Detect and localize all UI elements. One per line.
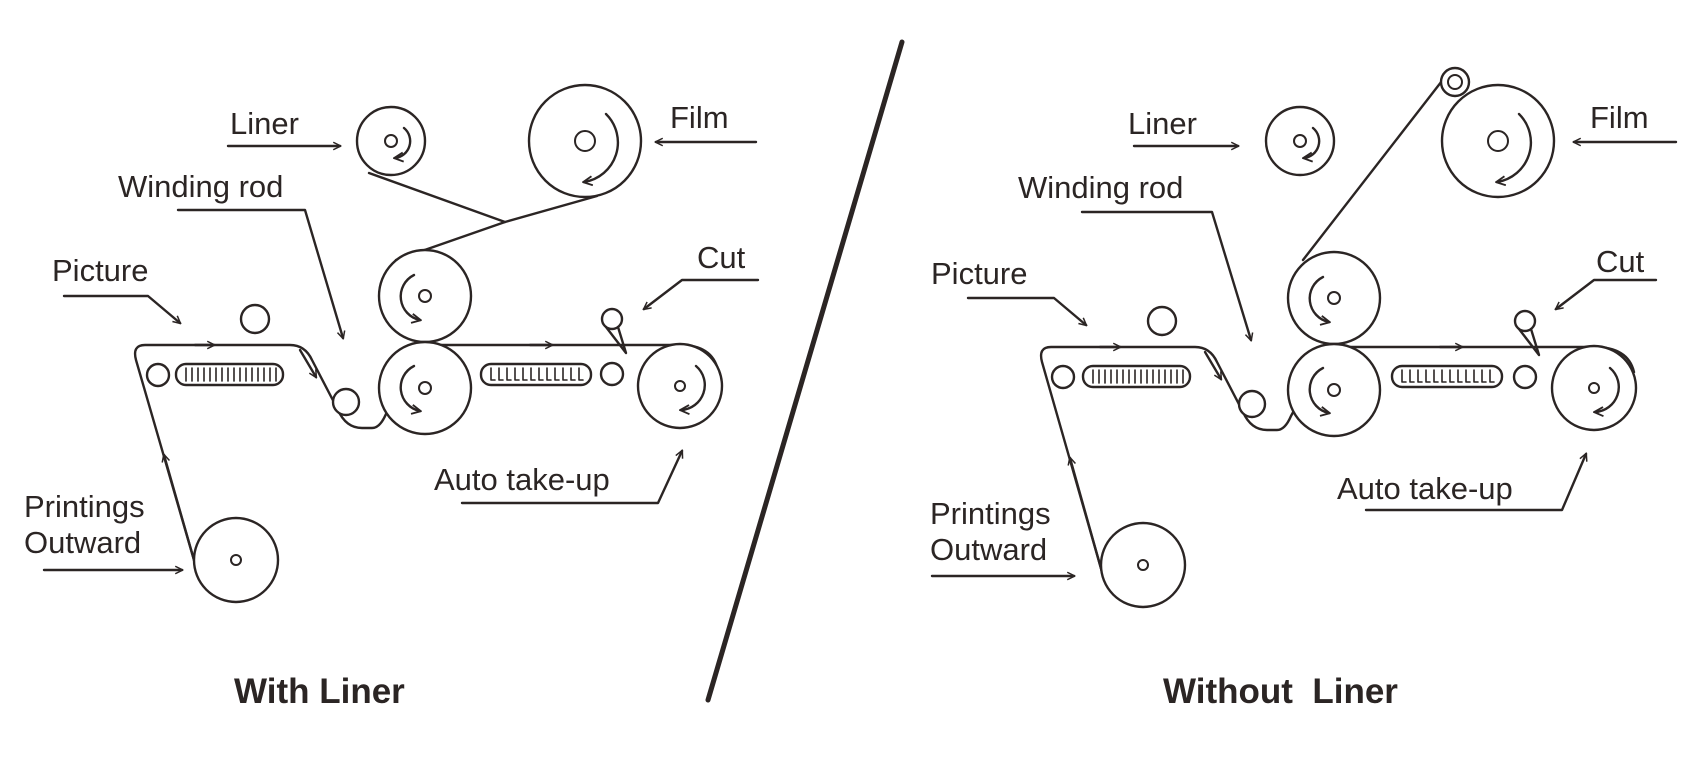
panel-with-liner: Liner Film Winding rod Picture Cut Print… bbox=[24, 83, 760, 711]
cutter-blade bbox=[600, 307, 624, 331]
label-printings: Printings bbox=[24, 489, 145, 524]
label-winding-rod: Winding rod bbox=[118, 169, 283, 204]
caption-with-liner: With Liner bbox=[234, 672, 405, 711]
label-picture: Picture bbox=[52, 253, 148, 288]
idler-roller bbox=[599, 361, 625, 387]
heater-plate bbox=[1390, 364, 1504, 389]
label-film: Film bbox=[670, 100, 729, 135]
label-outward: Outward bbox=[24, 525, 141, 560]
panel-without-liner: Liner Film Winding rod Picture Cut Print… bbox=[930, 66, 1678, 711]
label-printings: Printings bbox=[930, 496, 1051, 531]
caption-without-liner: Without Liner bbox=[1163, 672, 1398, 711]
cutter-blade bbox=[1513, 309, 1537, 333]
heater-plate bbox=[479, 362, 593, 387]
idler-roller bbox=[239, 303, 271, 335]
heater-plate bbox=[1081, 364, 1192, 389]
idler-roller bbox=[1050, 364, 1076, 390]
label-winding-rod: Winding rod bbox=[1018, 170, 1183, 205]
label-auto-take-up: Auto take-up bbox=[1337, 471, 1513, 506]
label-liner: Liner bbox=[1128, 106, 1197, 141]
panel-divider bbox=[705, 39, 905, 703]
label-auto-take-up: Auto take-up bbox=[434, 462, 610, 497]
label-cut: Cut bbox=[1596, 244, 1645, 279]
idler-roller bbox=[145, 362, 171, 388]
label-outward: Outward bbox=[930, 532, 1047, 567]
label-cut: Cut bbox=[697, 240, 746, 275]
web-path-film-right bbox=[1301, 75, 1447, 262]
label-film: Film bbox=[1590, 100, 1649, 135]
web-path-liner-left bbox=[367, 171, 507, 224]
label-liner: Liner bbox=[230, 106, 299, 141]
winding-rod-roller bbox=[331, 387, 361, 417]
label-picture: Picture bbox=[931, 256, 1027, 291]
heater-plate bbox=[174, 362, 285, 387]
idler-roller bbox=[1512, 364, 1538, 390]
idler-roller bbox=[1146, 305, 1178, 337]
winding-rod-roller bbox=[1237, 389, 1267, 419]
